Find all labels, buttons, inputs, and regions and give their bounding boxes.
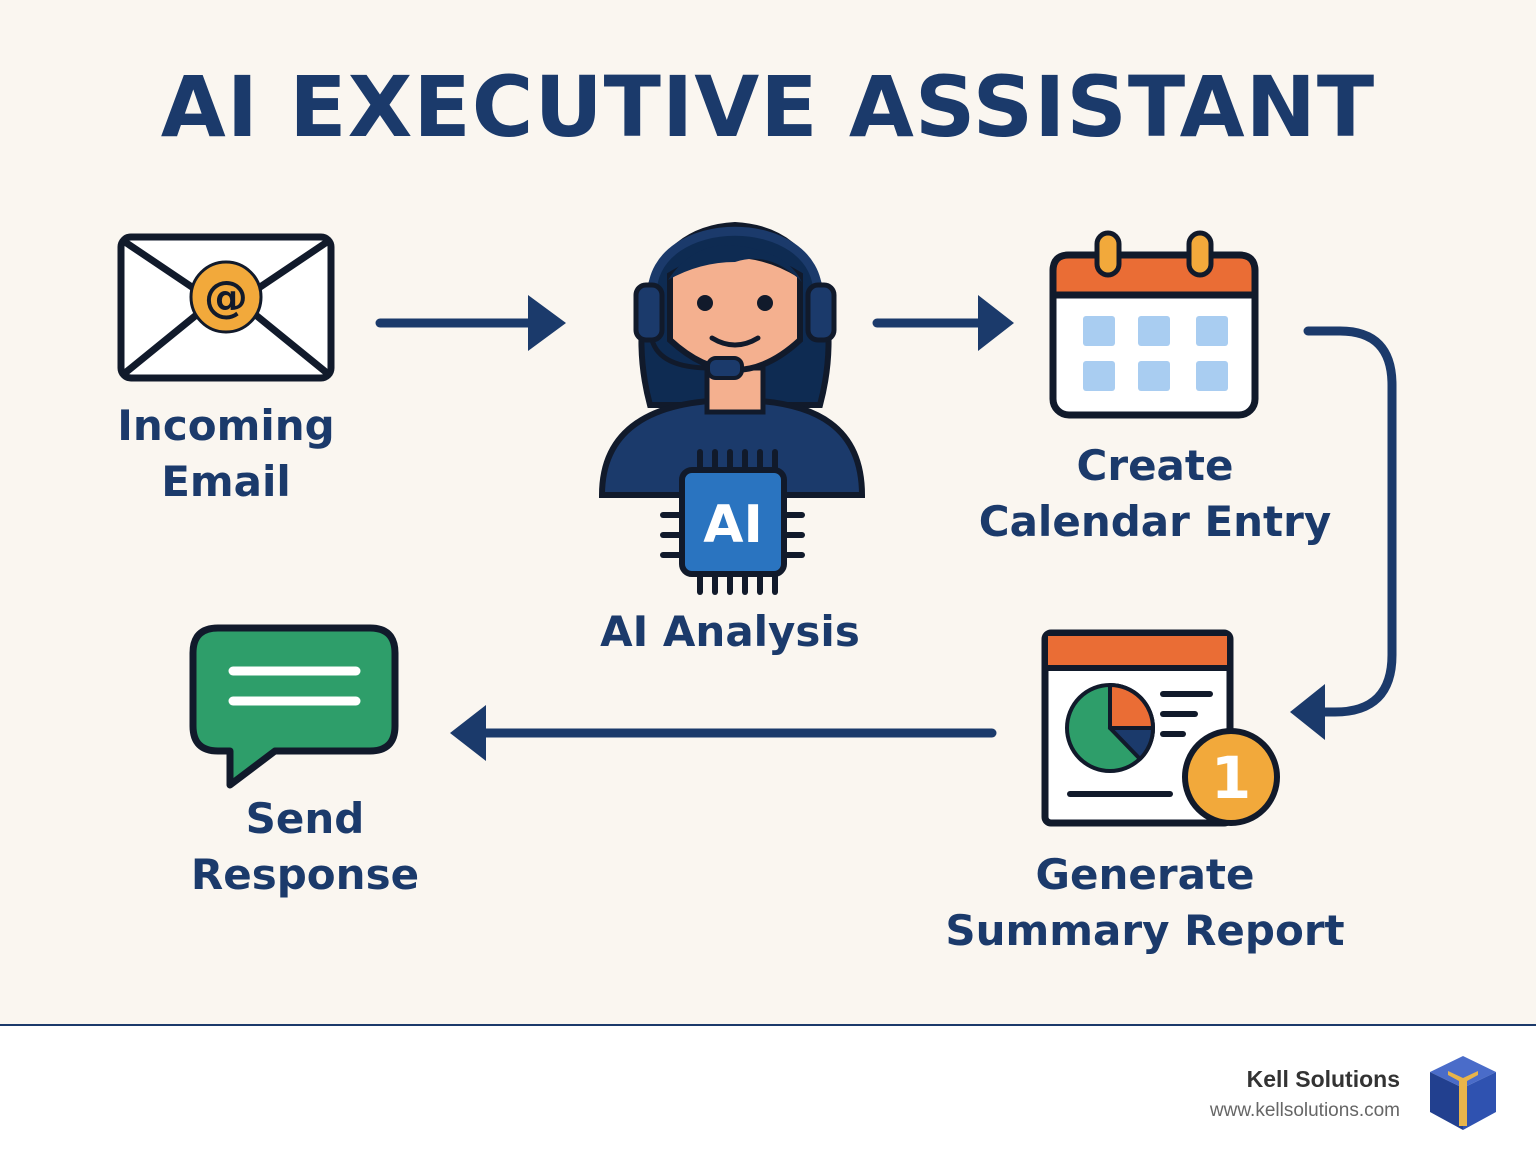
label-line: Summary Report [945, 906, 1345, 955]
footer: Kell Solutions www.kellsolutions.com [0, 1024, 1536, 1156]
label-generate-summary-report: Generate Summary Report [920, 847, 1370, 959]
arrow-report-to-response [450, 705, 997, 761]
calendar-icon [1049, 230, 1259, 419]
label-line: Email [161, 457, 291, 506]
arrow-email-to-ai [375, 295, 566, 351]
label-line: Create [1076, 441, 1234, 490]
report-icon: 1 [1041, 629, 1280, 827]
label-incoming-email: Incoming Email [96, 398, 356, 510]
email-icon: @ [117, 233, 335, 382]
label-line: Incoming [117, 401, 335, 450]
svg-text:@: @ [204, 272, 248, 323]
cube-logo-icon [1430, 1056, 1496, 1130]
label-line: AI Analysis [600, 607, 860, 656]
label-create-calendar-entry: Create Calendar Entry [955, 438, 1355, 550]
arrow-ai-to-calendar [872, 295, 1014, 351]
label-line: Calendar Entry [978, 497, 1332, 546]
label-line: Response [190, 850, 420, 899]
label-ai-analysis: AI Analysis [560, 604, 900, 660]
report-badge: 1 [1182, 728, 1280, 826]
ai-assistant-icon: AI [598, 221, 866, 595]
page-title: AI EXECUTIVE ASSISTANT [160, 58, 1376, 156]
brand-url[interactable]: www.kellsolutions.com [1209, 1100, 1400, 1121]
ai-chip: AI [660, 449, 805, 595]
arrow-calendar-to-report [1290, 326, 1397, 740]
report-badge-text: 1 [1211, 744, 1251, 812]
label-line: Generate [1035, 850, 1255, 899]
brand-name: Kell Solutions [1246, 1066, 1400, 1092]
flow-diagram: @ [117, 221, 1397, 827]
label-line: Send [245, 794, 365, 843]
chat-bubble-icon [189, 624, 399, 789]
label-send-response: Send Response [165, 791, 445, 903]
ai-chip-text: AI [703, 495, 763, 555]
